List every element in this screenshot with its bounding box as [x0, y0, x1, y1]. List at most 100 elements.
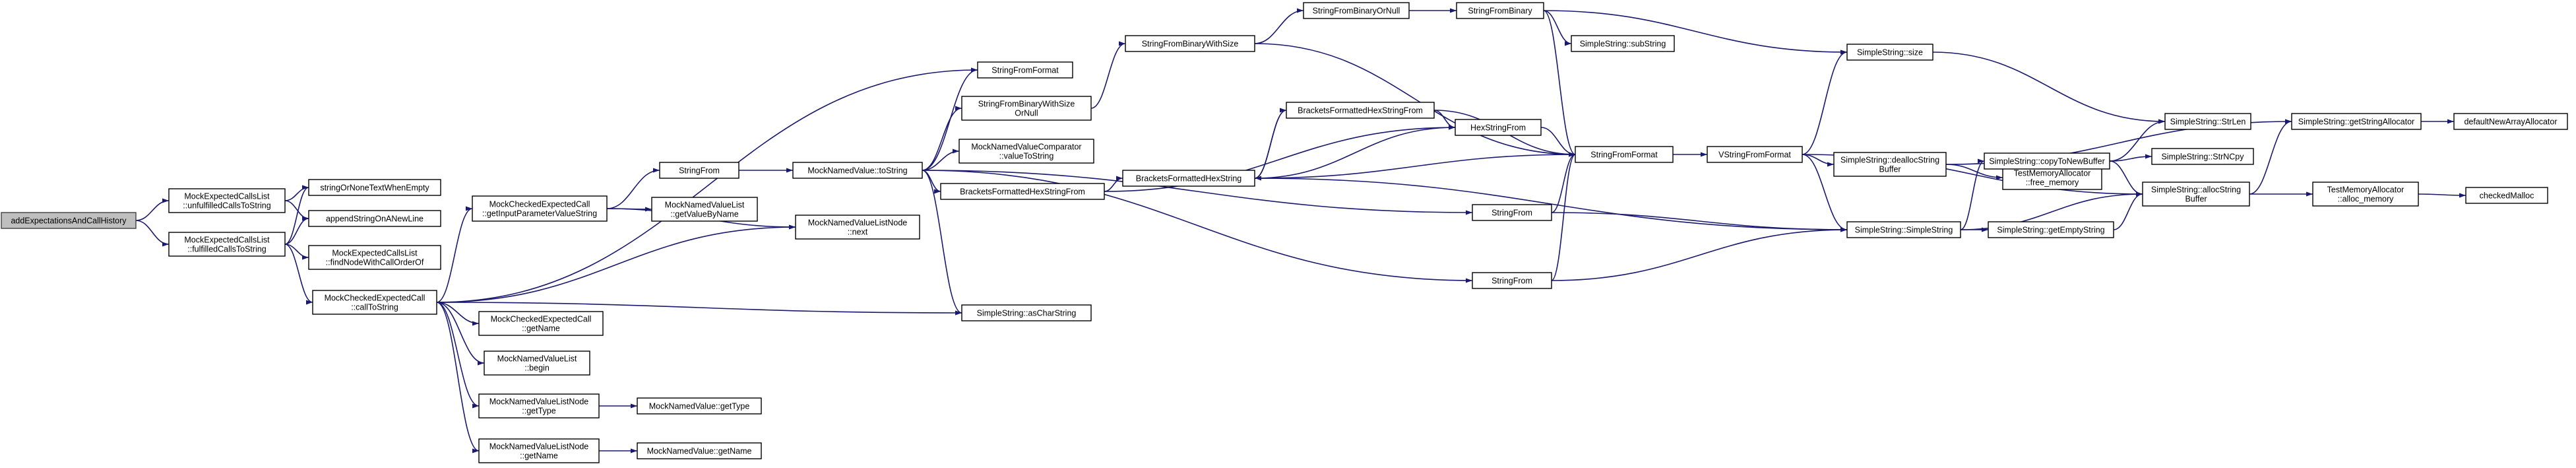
node-label-line: SimpleString::getEmptyString — [1997, 226, 2104, 235]
node-label-line: StringFromFormat — [991, 66, 1059, 75]
node-box — [958, 139, 1094, 164]
graph-node-n29[interactable]: StringFromBinary — [1456, 2, 1544, 19]
graph-node-n44[interactable]: TestMemoryAllocator::alloc_memory — [2312, 182, 2419, 207]
node-label-line: BracketsFormattedHexString — [1136, 174, 1242, 184]
graph-node-n26[interactable]: StringFromBinaryOrNull — [1303, 2, 1410, 19]
node-box — [1984, 152, 2110, 170]
graph-node-n3[interactable]: stringOrNoneTextWhenEmpty — [308, 179, 441, 196]
graph-node-n13[interactable]: MockNamedValueList::getValueByName — [651, 197, 758, 222]
node-label-line: MockCheckedExpectedCall — [489, 200, 590, 209]
graph-node-n20[interactable]: MockNamedValueComparator::valueToString — [958, 139, 1094, 164]
graph-node-n32[interactable]: StringFromFormat — [1575, 146, 1674, 163]
node-box — [1456, 2, 1544, 19]
node-box — [2164, 113, 2251, 130]
node-box — [1303, 2, 1410, 19]
edge-n16-n21 — [922, 170, 941, 194]
node-label-line: MockNamedValue::getName — [647, 447, 752, 456]
node-box — [1833, 152, 1947, 177]
graph-node-n9[interactable]: MockNamedValueList::begin — [484, 351, 590, 376]
edge-n24-n32 — [1254, 152, 1576, 179]
edge-n33-n34 — [1802, 50, 1848, 155]
node-label-line: SimpleString::getStringAllocator — [2298, 117, 2414, 127]
graph-node-n31[interactable]: SimpleString::subString — [1571, 35, 1675, 52]
graph-node-n5[interactable]: MockExpectedCallsList::findNodeWithCallO… — [308, 245, 441, 270]
graph-node-n2[interactable]: MockExpectedCallsList::fulfilledCallsToS… — [168, 232, 286, 257]
edge-n39-n42 — [2113, 191, 2143, 230]
graph-node-n36[interactable]: SimpleString::SimpleString — [1846, 221, 1961, 238]
graph-node-n14[interactable]: MockNamedValue::getType — [637, 397, 762, 415]
node-box — [2291, 113, 2422, 130]
graph-node-n0[interactable]: addExpectationsAndCallHistory — [1, 212, 137, 229]
edge-n25-n36 — [1551, 212, 1848, 232]
node-box — [637, 442, 762, 459]
node-box — [961, 304, 1092, 321]
node-label-line: MockExpectedCallsList — [184, 192, 270, 201]
node-box — [1, 212, 137, 229]
node-label-line: SimpleString::StrNCpy — [2161, 152, 2244, 162]
graph-node-n11[interactable]: MockNamedValueListNode::getName — [478, 438, 600, 463]
graph-node-n4[interactable]: appendStringOnANewLine — [308, 210, 441, 227]
edge-n36-n38 — [1960, 158, 1985, 230]
edge-n29-n32 — [1543, 10, 1576, 157]
node-label-line: MockNamedValueList — [665, 201, 745, 210]
node-box — [2312, 182, 2419, 207]
graph-node-n30[interactable]: HexStringFrom — [1455, 119, 1542, 136]
graph-node-n16[interactable]: MockNamedValue::toString — [792, 162, 923, 179]
graph-node-n38[interactable]: SimpleString::copyToNewBuffer — [1984, 152, 2110, 170]
edge-n38-n41 — [2109, 154, 2152, 162]
graph-node-n28[interactable]: StringFrom — [1472, 272, 1552, 289]
node-box — [1988, 221, 2114, 238]
graph-node-n25[interactable]: StringFrom — [1472, 204, 1552, 221]
graph-node-n27[interactable]: BracketsFormattedHexStringFrom — [1286, 102, 1435, 119]
edge-n6-n22 — [436, 302, 962, 316]
edge-n27-n24 — [1254, 110, 1287, 181]
graph-node-n45[interactable]: defaultNewArrayAllocator — [2453, 113, 2568, 130]
graph-node-n23[interactable]: StringFromBinaryWithSize — [1125, 35, 1255, 52]
graph-node-n33[interactable]: VStringFromFormat — [1707, 146, 1803, 163]
graph-node-n15[interactable]: MockNamedValue::getName — [637, 442, 762, 459]
node-label-line: ::findNodeWithCallOrderOf — [326, 258, 424, 267]
graph-node-n1[interactable]: MockExpectedCallsList::unfulfilledCallsT… — [168, 188, 286, 213]
node-box — [977, 61, 1073, 79]
edge-n6-n8 — [436, 302, 480, 326]
edge-n28-n32 — [1551, 152, 1576, 281]
node-box — [1571, 35, 1675, 52]
graph-node-n46[interactable]: checkedMalloc — [2465, 187, 2548, 204]
edge-n29-n31 — [1543, 10, 1572, 46]
node-box — [168, 188, 286, 213]
node-label-line: MockNamedValueComparator — [971, 143, 1081, 152]
graph-node-n7[interactable]: MockCheckedExpectedCall::getInputParamet… — [472, 195, 608, 222]
graph-node-n10[interactable]: MockNamedValueListNode::getType — [478, 393, 600, 418]
graph-node-n8[interactable]: MockCheckedExpectedCall::getName — [478, 311, 604, 336]
graph-node-n34[interactable]: SimpleString::size — [1846, 44, 1933, 61]
node-label-line: addExpectationsAndCallHistory — [11, 217, 127, 226]
graph-node-n37[interactable]: TestMemoryAllocator::free_memory — [2002, 165, 2102, 190]
graph-node-n22[interactable]: SimpleString::asCharString — [961, 304, 1092, 321]
node-box — [2465, 187, 2548, 204]
node-box — [478, 311, 604, 336]
graph-node-n24[interactable]: BracketsFormattedHexString — [1122, 170, 1255, 187]
graph-node-n12[interactable]: StringFrom — [659, 162, 739, 179]
node-label-line: Buffer — [2185, 195, 2207, 204]
edge-n2-n4 — [284, 216, 309, 245]
node-box — [1846, 221, 1961, 238]
edge-n24-n36 — [1254, 178, 1848, 232]
graph-node-n43[interactable]: SimpleString::getStringAllocator — [2291, 113, 2422, 130]
graph-node-n39[interactable]: SimpleString::getEmptyString — [1988, 221, 2114, 238]
graph-node-n17[interactable]: MockNamedValueListNode::next — [795, 215, 920, 240]
node-box — [308, 210, 441, 227]
node-box — [308, 245, 441, 270]
graph-node-n18[interactable]: StringFromFormat — [977, 61, 1073, 79]
graph-node-n21[interactable]: BracketsFormattedHexStringFrom — [940, 183, 1105, 200]
graph-node-n6[interactable]: MockCheckedExpectedCall::callToString — [312, 290, 437, 315]
node-label-line: OrNull — [1015, 109, 1038, 118]
node-box — [1707, 146, 1803, 163]
node-label-line: MockNamedValueListNode — [808, 218, 908, 228]
graph-node-n40[interactable]: SimpleString::StrLen — [2164, 113, 2251, 130]
graph-node-n41[interactable]: SimpleString::StrNCpy — [2151, 148, 2254, 165]
node-box — [2151, 148, 2254, 165]
node-label-line: ::getInputParameterValueString — [482, 209, 597, 218]
